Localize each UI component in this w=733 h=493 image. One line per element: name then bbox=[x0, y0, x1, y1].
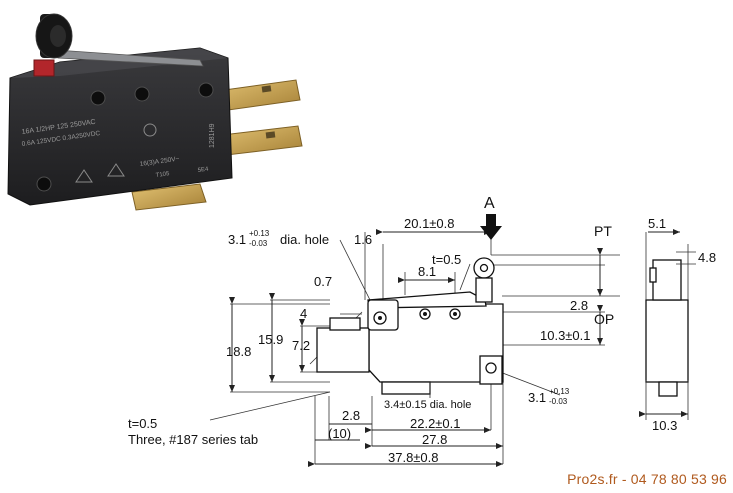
tab-note: Three, #187 series tab bbox=[128, 432, 258, 447]
part-number-text: 1281H9 bbox=[209, 123, 216, 148]
actuation-arrow bbox=[480, 214, 502, 240]
dim-22-2: 22.2±0.1 bbox=[410, 416, 461, 431]
plunger-button bbox=[33, 59, 55, 77]
dim-2-8-bottom: 2.8 bbox=[342, 408, 360, 423]
dim-37-8: 37.8±0.8 bbox=[388, 450, 439, 465]
op-label: OP bbox=[594, 311, 614, 327]
small-hole-text: 3.4±0.15 dia. hole bbox=[384, 399, 471, 411]
mount-hole-4 bbox=[36, 176, 52, 192]
hole-tol-minus: -0.03 bbox=[249, 239, 268, 248]
dim-4: 4 bbox=[300, 306, 307, 321]
dim-27-8: 27.8 bbox=[422, 432, 447, 447]
right-hole-size: 3.1 bbox=[528, 390, 546, 405]
view-arrow-label: A bbox=[484, 195, 495, 212]
pt-label: PT bbox=[594, 223, 612, 239]
dim-2-8-top: 2.8 bbox=[570, 298, 588, 313]
switch-outline-side bbox=[639, 229, 696, 420]
watermark-text: Pro2s.fr - 04 78 80 53 96 bbox=[567, 471, 727, 487]
hole-size-text: 3.1 bbox=[228, 232, 246, 247]
certification-marks bbox=[75, 123, 157, 183]
dim-1-6: 1.6 bbox=[354, 232, 372, 247]
tab-thickness: t=0.5 bbox=[128, 416, 157, 431]
right-hole-tol-plus: +0.13 bbox=[549, 387, 570, 396]
dim-18-8: 18.8 bbox=[226, 344, 251, 359]
dim-7-2: 7.2 bbox=[292, 338, 310, 353]
side-dim-4-8: 4.8 bbox=[698, 250, 716, 265]
hole-tol-plus: +0.13 bbox=[249, 229, 270, 238]
mount-hole-3 bbox=[198, 82, 214, 98]
hole-label-text: dia. hole bbox=[280, 232, 329, 247]
lever-thickness: t=0.5 bbox=[432, 252, 461, 267]
mount-hole-1 bbox=[90, 90, 106, 106]
dim-10-3-tol: 10.3±0.1 bbox=[540, 328, 591, 343]
dim-8-1: 8.1 bbox=[418, 264, 436, 279]
switch-outline-front bbox=[316, 257, 504, 398]
dim-20-1: 20.1±0.8 bbox=[404, 216, 455, 231]
dim-15-9: 15.9 bbox=[258, 332, 283, 347]
dimension-drawing: A PT OP 20.1±0.8 1.6 3.1 +0.13 -0.03 dia… bbox=[128, 195, 716, 467]
dim-10-paren: (10) bbox=[328, 426, 351, 441]
mount-hole-2 bbox=[134, 86, 150, 102]
switch-photo: 16A 1/2HP 125 250VAC 0.6A 125VDC 0.3A250… bbox=[7, 13, 303, 211]
roller bbox=[35, 13, 73, 59]
dim-0-7: 0.7 bbox=[314, 274, 332, 289]
terminal-tab-bottom bbox=[131, 183, 207, 211]
side-dim-10-3: 10.3 bbox=[652, 418, 677, 433]
right-hole-tol-minus: -0.03 bbox=[549, 397, 568, 406]
side-dim-5-1: 5.1 bbox=[648, 216, 666, 231]
code-text-1: T105 bbox=[155, 171, 170, 179]
code-text-2: 5E4 bbox=[197, 166, 209, 174]
